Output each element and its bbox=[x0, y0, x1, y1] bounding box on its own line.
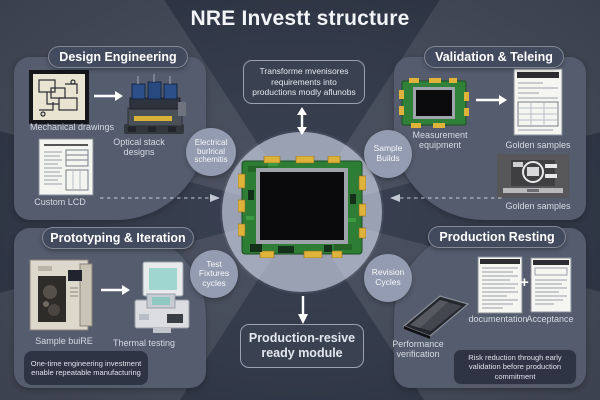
header-prototyping-iteration: Prototyping & Iteration bbox=[42, 227, 194, 249]
performance-verification-tablet-image bbox=[398, 290, 472, 340]
dashed-arrow-right-icon bbox=[98, 193, 222, 203]
measurement-equipment-label: Measurement equipment bbox=[412, 130, 468, 151]
header-validation-testing: Validation & Teleing bbox=[424, 46, 564, 68]
electrical-schematics-bubble: Electrical burlrical schemitis bbox=[186, 128, 236, 176]
arrow-down-icon bbox=[296, 296, 310, 324]
optical-stack-label: Optical stack designs bbox=[113, 137, 165, 158]
arrow-right-icon bbox=[475, 94, 507, 106]
sample-builds-bubble: Sample Builds bbox=[364, 130, 412, 178]
center-top-note: Transforme mvenisores requirements into … bbox=[243, 60, 365, 104]
sample-build-label: Sample buiRE bbox=[35, 336, 93, 346]
golden-sample-photo-image bbox=[497, 154, 569, 198]
revision-cycles-bubble: Revision Cycles bbox=[364, 254, 412, 302]
arrow-right-icon bbox=[100, 284, 130, 296]
plus-icon: + bbox=[520, 274, 529, 291]
center-pcb-module-image bbox=[238, 156, 366, 258]
prototyping-note: One-time engineering investment enable r… bbox=[24, 351, 148, 385]
dashed-arrow-left-icon bbox=[388, 193, 504, 203]
measurement-equipment-image bbox=[399, 78, 469, 128]
sample-build-machine-image bbox=[26, 254, 98, 334]
thermal-testing-machine-image bbox=[133, 260, 191, 336]
header-production-testing: Production Resting bbox=[428, 226, 566, 248]
custom-lcd-document-image bbox=[38, 138, 94, 196]
golden-sample-document-image bbox=[513, 68, 563, 136]
test-fixtures-bubble: Test Fixtures cycles bbox=[190, 250, 238, 298]
optical-stack-image bbox=[120, 74, 188, 136]
acceptance-label: Acceptance bbox=[526, 314, 574, 324]
page-title: NRE Investt structure bbox=[190, 7, 410, 30]
documentation-label: documentation bbox=[468, 314, 528, 324]
production-note: Risk reduction through early validation … bbox=[453, 349, 577, 385]
mechanical-drawing-image bbox=[29, 70, 89, 124]
thermal-testing-label: Thermal testing bbox=[112, 338, 176, 348]
golden-samples-bottom-label: Golden samples bbox=[505, 201, 571, 211]
golden-samples-top-label: Golden samples bbox=[505, 140, 571, 150]
header-design-engineering: Design Engineering bbox=[48, 46, 188, 68]
performance-verification-label: Performance verification bbox=[392, 339, 444, 360]
documentation-image bbox=[477, 256, 523, 314]
mechanical-drawings-label: Mechanical drawings bbox=[29, 122, 115, 132]
arrow-right-icon bbox=[93, 90, 123, 102]
acceptance-image bbox=[530, 257, 572, 313]
custom-lcd-label: Custom LCD bbox=[34, 197, 86, 207]
double-arrow-vertical-icon bbox=[294, 107, 310, 135]
production-ready-module-box: Production-resive ready module bbox=[240, 324, 364, 368]
